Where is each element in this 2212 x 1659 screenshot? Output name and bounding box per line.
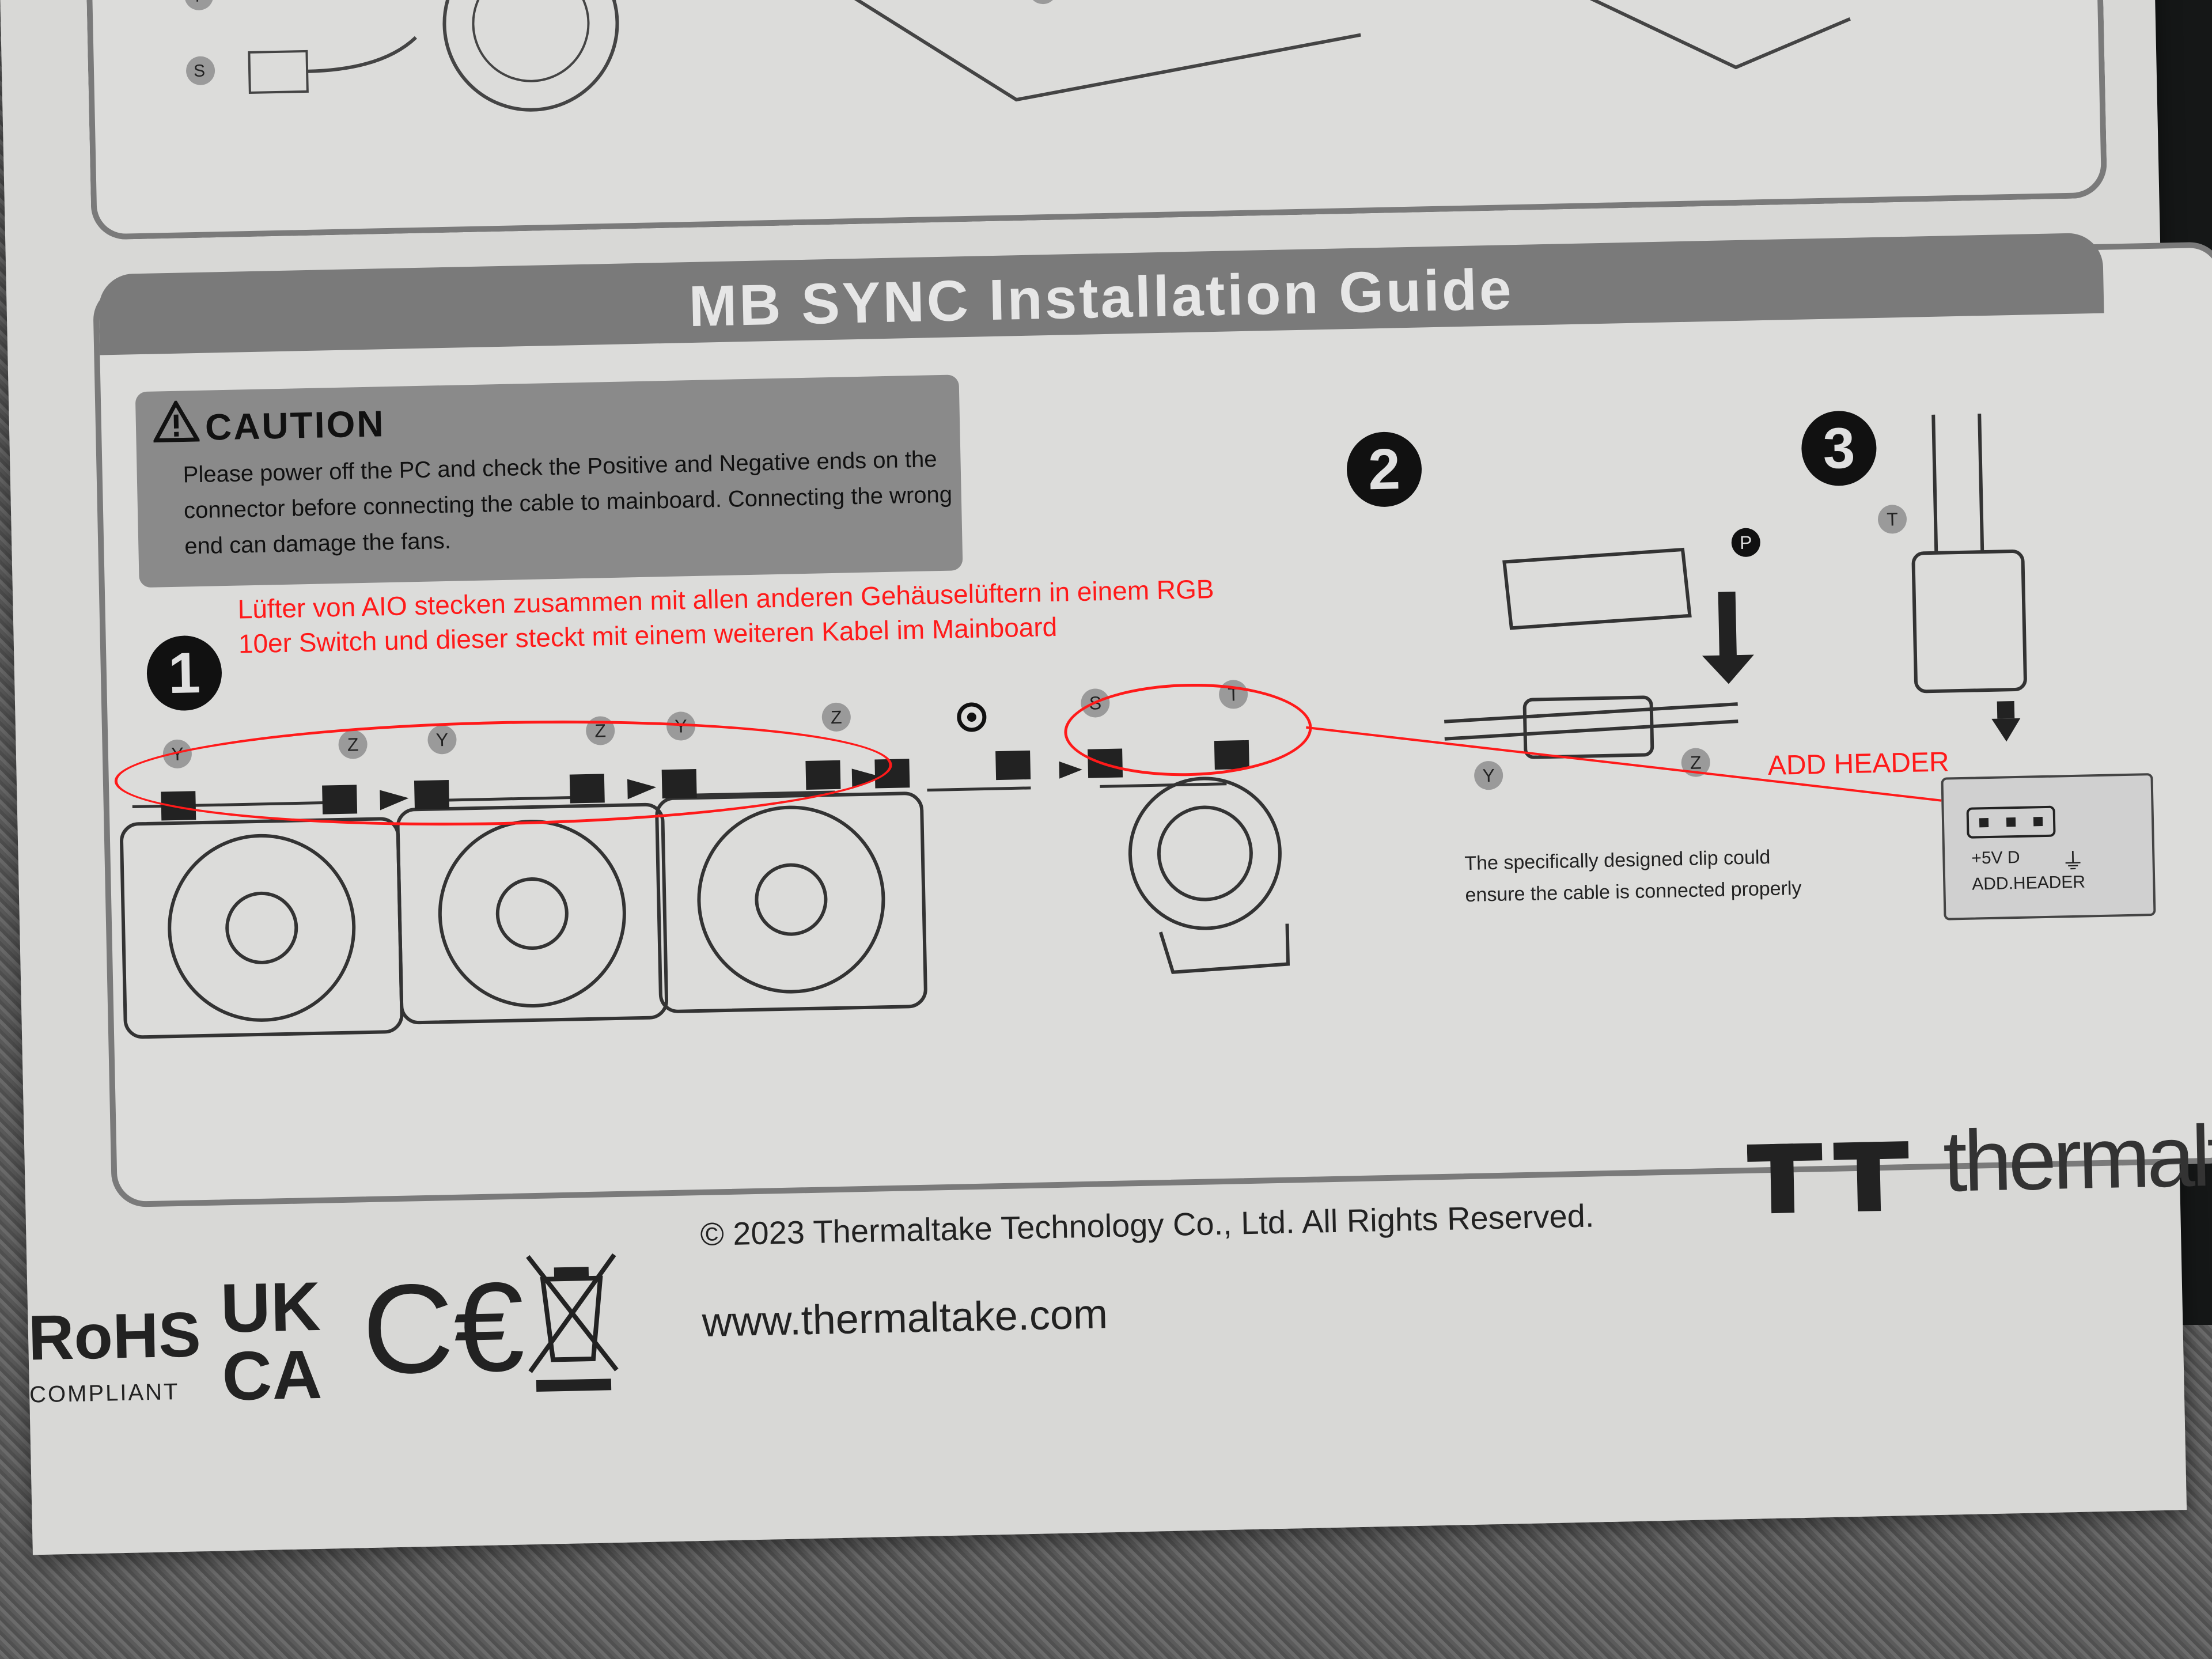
- brand-name: thermaltake: [1942, 1104, 2212, 1210]
- rohs-mark: RoHS: [27, 1299, 202, 1374]
- tt-logo-icon: [1747, 1141, 1909, 1214]
- annotation-line: [1306, 726, 1942, 802]
- ce-mark: C€: [361, 1255, 526, 1401]
- copyright-text: © 2023 Thermaltake Technology Co., Ltd. …: [699, 1197, 1594, 1253]
- diagram-drawing: [161, 592, 2021, 821]
- ukca-line-1: UK: [219, 1267, 321, 1347]
- top-diagram: [184, 0, 1851, 112]
- letter-s-badge: [186, 56, 215, 85]
- header-label: ADD.HEADER: [1971, 872, 2086, 894]
- ukca-line-2: CA: [221, 1335, 323, 1415]
- previous-section-panel: T S U: [86, 0, 2108, 240]
- weee-bin-icon: [526, 1253, 619, 1392]
- warning-triangle-icon: [153, 400, 200, 443]
- website-url: www.thermaltake.com: [701, 1291, 1108, 1346]
- header-pins-icon: [1966, 805, 2056, 839]
- letter-t-badge: [184, 0, 214, 10]
- manual-sheet: T S U MB SYNC Installation Guide CAUTION…: [0, 0, 2212, 1555]
- rohs-subtitle: COMPLIANT: [29, 1379, 180, 1408]
- annotation-add-header: ADD HEADER: [1767, 747, 1950, 782]
- ukca-mark: UK CA: [219, 1267, 323, 1415]
